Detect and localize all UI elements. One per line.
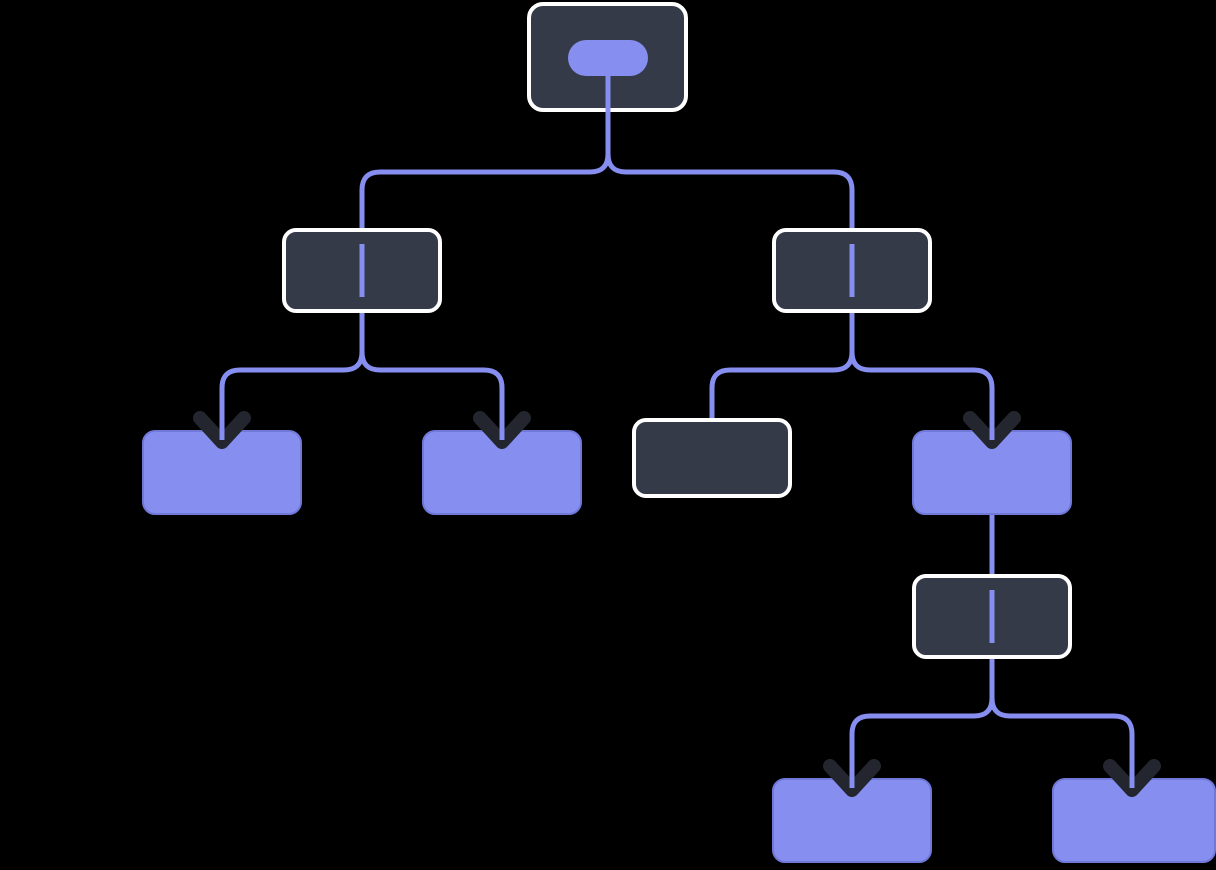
arrowhead-icon [963,411,1021,449]
node-pill-indicator [568,40,648,76]
branch-node-right[interactable] [772,228,932,313]
nodes-layer [142,2,1216,863]
edges-layer [219,112,1135,778]
edge-branch-left-to-leaf-2 [359,313,505,430]
edge-tips-layer [219,404,1135,788]
arrowhead-icon [823,759,881,797]
arrows-layer [193,411,1161,797]
root-node[interactable] [527,2,688,112]
edge-sub-branch-to-leaf-4 [989,659,1135,778]
dark-leaf-node[interactable] [632,418,792,498]
arrowhead-icon [193,411,251,449]
edge-root-to-branch-right [605,112,855,228]
arrowhead-icon [1103,759,1161,797]
node-body [632,418,792,498]
branch-node-left[interactable] [282,228,442,313]
arrowhead-icon [473,411,531,449]
sub-branch-node[interactable] [912,574,1072,659]
edge-branch-right-to-accent-branch [849,313,995,430]
